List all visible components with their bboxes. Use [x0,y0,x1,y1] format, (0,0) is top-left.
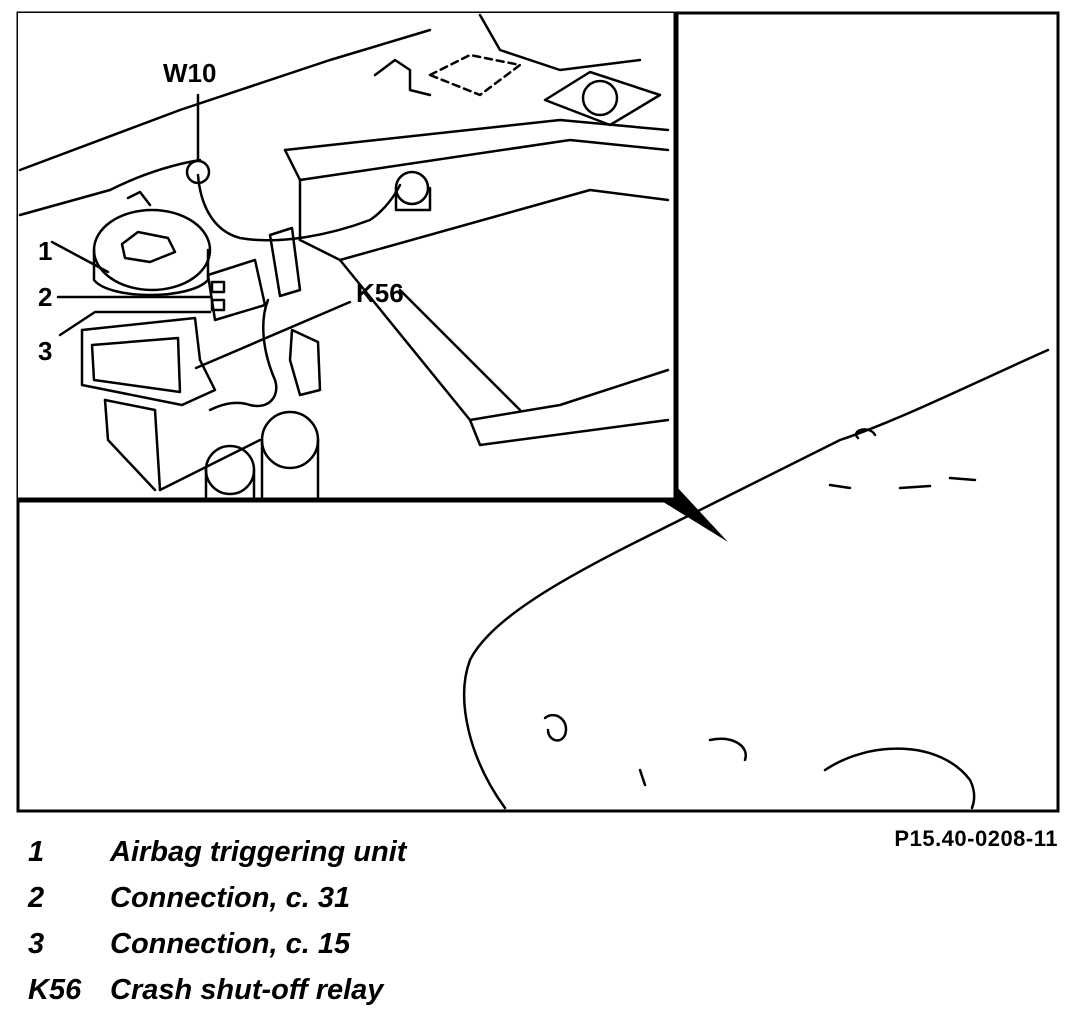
reference-code: P15.40-0208-11 [894,826,1058,851]
legend-text: Connection, c. 15 [110,928,351,960]
legend: 1 Airbag triggering unit 2 Connection, c… [28,836,406,1020]
legend-key: K56 [28,974,82,1006]
detail-inset: W10 K56 1 2 3 [18,13,679,503]
legend-text: Crash shut-off relay [110,974,384,1006]
engine-bay-drawing [18,13,670,502]
callout-2: 2 [38,282,52,312]
legend-text: Connection, c. 31 [110,882,351,914]
legend-item: 2 Connection, c. 31 [28,882,406,928]
legend-item: 1 Airbag triggering unit [28,836,406,882]
legend-key: 3 [28,928,45,960]
legend-item: 3 Connection, c. 15 [28,928,406,974]
callout-w10: W10 [163,58,216,88]
legend-item: K56 Crash shut-off relay [28,974,406,1020]
callout-k56: K56 [356,278,404,308]
legend-text: Airbag triggering unit [110,836,407,868]
car-silhouette [463,348,1050,810]
callout-1: 1 [38,236,52,266]
diagram-figure: W10 K56 1 2 3 [16,11,1060,813]
legend-key: 2 [28,882,45,914]
callout-3: 3 [38,336,52,366]
legend-key: 1 [28,836,45,868]
